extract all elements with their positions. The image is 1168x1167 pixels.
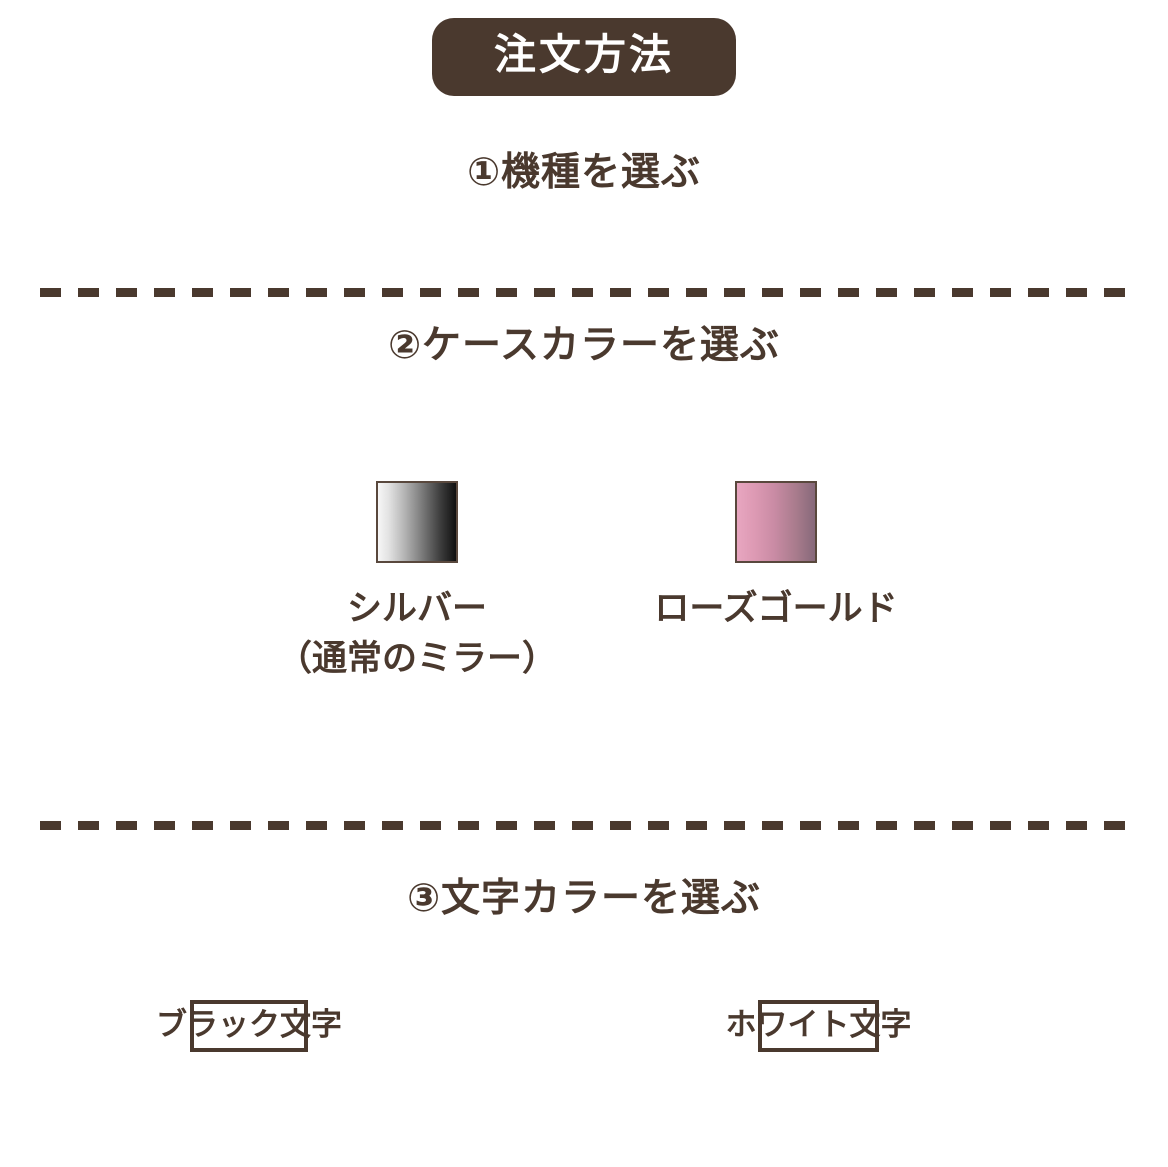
page-title-badge: 注文方法 [431,18,736,96]
text-color-white-label: ホワイト文字 [725,1006,912,1043]
step-2-heading: ②ケースカラーを選ぶ [387,323,781,368]
case-color-option-rose-gold[interactable]: ローズゴールド [636,481,916,635]
text-color-black-label: ブラック文字 [156,1006,342,1043]
section-divider-2 [40,821,1130,830]
silver-label-note: （通常のミラー） [276,638,557,679]
text-color-option-white[interactable]: ホワイト文字 [726,1000,912,1052]
silver-swatch-icon[interactable] [376,481,458,563]
silver-label-name: シルバー [346,589,487,629]
step-3-heading: ③文字カラーを選ぶ [406,876,762,921]
section-divider-1 [40,288,1130,297]
text-color-option-black[interactable]: ブラック文字 [156,1000,342,1052]
header-badge-container: 注文方法 [0,18,1168,96]
step-1-heading: ①機種を選ぶ [466,150,702,195]
case-color-option-silver[interactable]: シルバー （通常のミラー） [256,481,578,684]
rose-gold-swatch-icon[interactable] [735,481,817,563]
rose-gold-label-name: ローズゴールド [654,589,898,629]
rose-gold-label: ローズゴールド [636,585,916,635]
case-color-options: シルバー （通常のミラー） ローズゴールド [0,481,1168,691]
text-color-options: ブラック文字 ホワイト文字 [0,1000,1168,1060]
silver-label: シルバー （通常のミラー） [256,585,578,684]
